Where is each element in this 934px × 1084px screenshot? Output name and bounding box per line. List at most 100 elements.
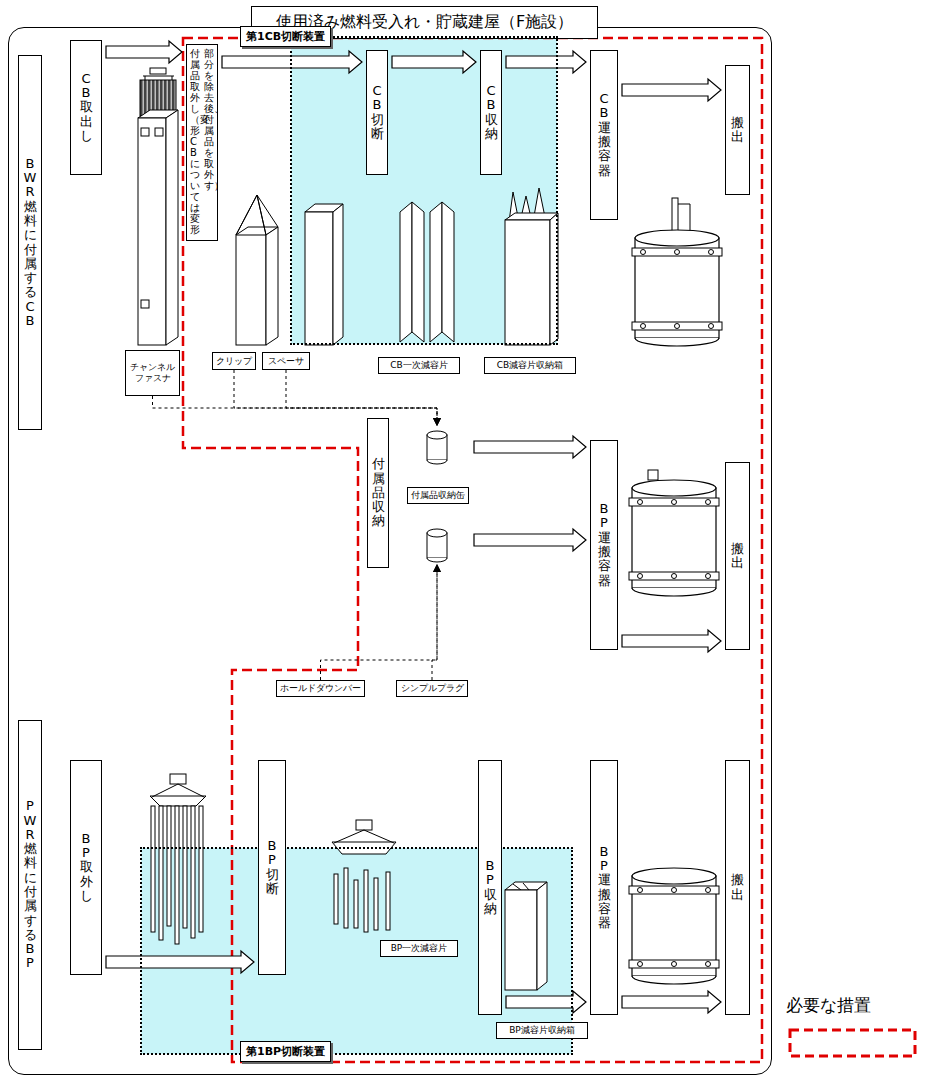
process-box: 付属品取外し（変形CBについては変形部分を除去後、付属品を取外す）	[186, 44, 218, 241]
burnable-poison-assembly	[150, 774, 206, 944]
flow-arrow	[622, 991, 721, 1013]
burnable-poison-assembly	[191, 806, 195, 938]
part-label: CB減容片収納箱	[484, 357, 576, 374]
stripped-channel-box	[266, 227, 278, 345]
node-text: BP運搬容器	[598, 845, 611, 931]
process-box: BWR燃料に付属するCB	[18, 55, 42, 430]
node-text: BP減容片収納箱	[509, 1025, 575, 1036]
bp-primary-cut-pieces	[332, 820, 396, 932]
burnable-poison-assembly	[178, 784, 204, 797]
process-box: 搬出	[725, 760, 750, 1015]
building-outline: 使用済み燃料受入れ・貯蔵建屋（F施設）BWR燃料に付属するCBCB取出し付属品取…	[8, 27, 772, 1075]
process-box: BP運搬容器	[590, 760, 618, 1015]
legend-sample	[790, 1030, 915, 1056]
cut-channel-box	[305, 212, 333, 345]
flow-arrow	[622, 630, 721, 652]
part-label: チャンネル ファスナ	[125, 350, 180, 396]
bp-transport-cask	[629, 868, 719, 984]
cb-piece-storage-box	[505, 213, 558, 220]
process-box: CB取出し	[70, 40, 102, 175]
burnable-poison-assembly	[199, 806, 203, 932]
cb-piece-storage-box	[505, 220, 550, 345]
node-text: CB減容片収納箱	[497, 360, 563, 371]
part-label: クリップ	[212, 352, 256, 370]
flow-arrow	[506, 51, 586, 73]
burnable-poison-assembly	[183, 806, 187, 928]
process-box: 搬出	[725, 462, 750, 650]
node-text: チャンネル ファスナ	[129, 362, 176, 384]
bp-primary-cut-pieces	[386, 872, 390, 930]
channel-box-figure	[138, 68, 178, 345]
node-text: 付属品収納	[372, 457, 385, 528]
flow-arrow	[106, 41, 182, 63]
node-text: クリップ	[216, 356, 252, 367]
flow-arrow	[106, 951, 254, 973]
dashed-connector	[432, 565, 437, 680]
node-text: BP収納	[484, 859, 497, 916]
process-box: 付属品収納	[367, 418, 389, 568]
cb-transport-cask	[632, 230, 722, 346]
process-box: CB運搬容器	[590, 50, 618, 220]
node-text: 付属品取外し（変形CBについては変形部分を除去後、付属品を取外す）	[190, 48, 214, 237]
burnable-poison-assembly	[152, 784, 178, 797]
primary-cut-pieces	[430, 202, 442, 342]
stripped-channel-box	[257, 195, 278, 227]
node-text: BWR燃料に付属するCB	[24, 157, 37, 329]
burnable-poison-assembly	[170, 774, 186, 784]
part-label: シンプルプラグ	[396, 680, 468, 697]
channel-box-figure	[141, 128, 149, 136]
node-text: CB収納	[485, 84, 498, 141]
dashed-connector	[234, 370, 437, 425]
stripped-channel-box	[236, 195, 278, 345]
bp-piece-storage-box	[523, 883, 529, 890]
bp-transport-cask	[648, 470, 658, 480]
process-box: CB収納	[480, 50, 502, 175]
bp-piece-storage-box	[537, 882, 547, 990]
process-box: BP取外し	[70, 760, 102, 975]
bp-primary-cut-pieces	[364, 830, 394, 843]
channel-box-figure	[166, 110, 178, 345]
flow-arrow	[392, 51, 476, 73]
dashed-connector	[321, 565, 438, 680]
node-text: 搬出	[731, 873, 744, 902]
process-box: 搬出	[725, 65, 750, 195]
bp-piece-storage-box	[505, 890, 537, 990]
node-text: シンプルプラグ	[401, 683, 464, 694]
required-measures-outline	[183, 38, 762, 1062]
cb-transport-cask	[632, 198, 722, 346]
node-text: ホールドダウンバー	[280, 683, 361, 694]
cb-piece-storage-box	[505, 188, 558, 345]
stripped-channel-box	[236, 195, 278, 235]
process-box: BP運搬容器	[590, 440, 618, 650]
channel-box-figure	[150, 68, 166, 74]
part-label: スペーサ	[262, 352, 310, 370]
burnable-poison-assembly	[167, 806, 171, 926]
flow-arrow	[474, 436, 586, 458]
cut-channel-box	[333, 204, 343, 345]
bp-piece-storage-box	[505, 882, 547, 990]
primary-cut-pieces	[442, 202, 454, 342]
node-text: 搬出	[731, 542, 744, 571]
node-text: BP切断	[266, 839, 279, 896]
node-text: 付属品収納缶	[407, 487, 469, 504]
node-text: BP取外し	[80, 832, 93, 903]
bp-primary-cut-pieces	[356, 820, 372, 830]
node-text: PWR燃料に付属するBP	[24, 799, 37, 971]
dashed-connector	[153, 396, 438, 425]
node-text: CB取出し	[80, 72, 93, 143]
bp-transport-cask	[629, 470, 719, 596]
region-fill	[291, 37, 557, 344]
part-label: BP減容片収納箱	[496, 1022, 588, 1039]
burnable-poison-assembly	[150, 796, 206, 806]
region-label: 第1BP切断装置	[240, 1041, 331, 1062]
channel-box-figure	[141, 300, 149, 308]
bp-primary-cut-pieces	[354, 880, 358, 928]
channel-box-figure	[143, 76, 174, 77]
flow-arrow	[222, 51, 362, 73]
dashed-connector	[432, 565, 437, 680]
stripped-channel-box	[236, 195, 257, 235]
flow-arrow	[474, 529, 586, 551]
flow-arrow	[622, 630, 721, 652]
flow-arrow	[506, 51, 586, 73]
legend-text: 必要な措置	[786, 994, 871, 1017]
